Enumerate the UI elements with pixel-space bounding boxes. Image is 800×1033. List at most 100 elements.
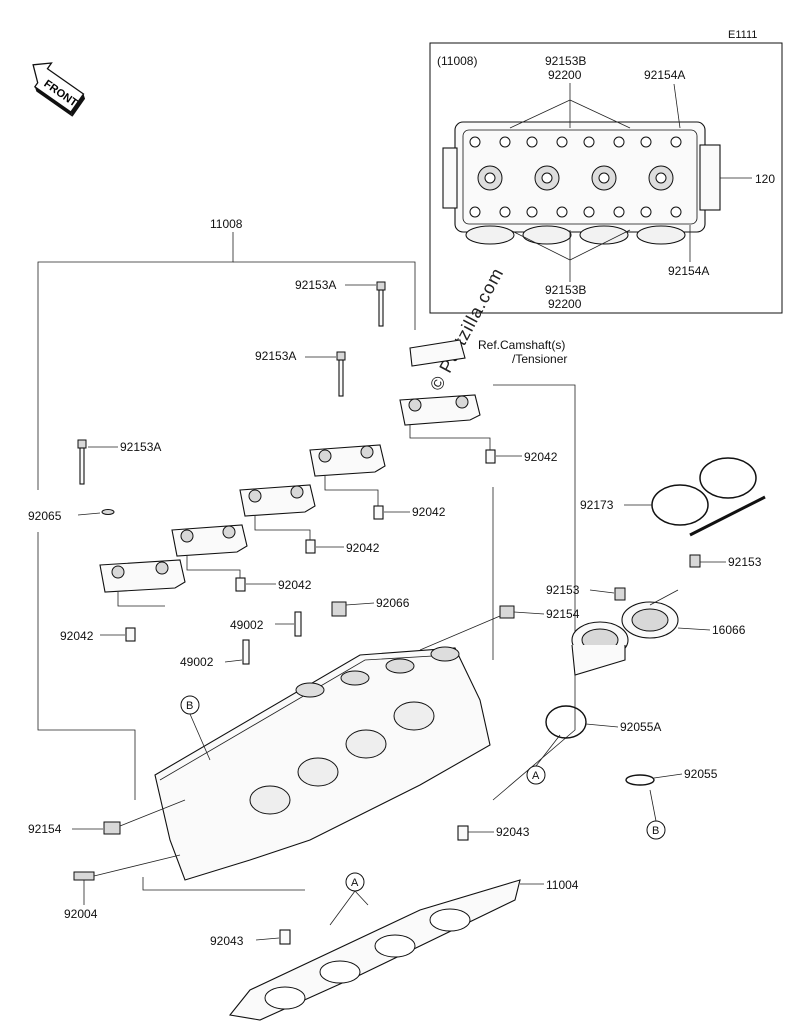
fitting-92154-1 <box>499 605 515 619</box>
plug-92066 <box>331 601 347 617</box>
washer-92065 <box>101 509 115 515</box>
label-92042-1: 92042 <box>524 450 558 464</box>
bolt-92004 <box>73 871 95 881</box>
combustion-chamber <box>393 701 435 731</box>
gasket-bore <box>264 986 306 1010</box>
inset-group-label: (11008) <box>437 54 477 68</box>
screw-92153-2 <box>614 587 626 601</box>
diagram-code: E1111 <box>728 29 757 41</box>
group-bracket-11008: 11008 <box>37 217 576 891</box>
inset-top-right-label: 92154A <box>644 68 685 82</box>
inset-intake-port <box>636 225 686 245</box>
dowel-92043-2 <box>279 929 291 945</box>
inset-cam-journal <box>670 206 682 218</box>
label-16066: 16066 <box>712 623 746 637</box>
screw-92153-1 <box>689 554 701 568</box>
gasket-bore <box>374 934 416 958</box>
svg-text:A: A <box>532 770 540 782</box>
combustion-chamber <box>345 729 387 759</box>
inset-top-label-2: 92200 <box>548 68 582 82</box>
svg-text:A: A <box>351 877 359 889</box>
label-92153a-1: 92153A <box>295 278 336 292</box>
label-92043-2: 92043 <box>210 934 244 948</box>
label-49002-2: 49002 <box>180 655 214 669</box>
inset-cam-journal <box>640 206 652 218</box>
gasket-bore <box>429 908 471 932</box>
inset-cam-journal <box>469 206 481 218</box>
valve-spring-seat <box>295 682 325 698</box>
inset-cam-journal <box>670 136 682 148</box>
label-92065: 92065 <box>28 509 62 523</box>
cylinder-head-top-view <box>442 83 752 282</box>
label-49002-1: 49002 <box>230 618 264 632</box>
label-92153a-2: 92153A <box>255 349 296 363</box>
inset-cam-journal <box>469 136 481 148</box>
inset-spark-plug-hole <box>541 172 553 184</box>
inset-cam-journal <box>556 206 568 218</box>
inset-cam-journal <box>583 206 595 218</box>
callout-a-1: A <box>329 872 369 926</box>
camshaft-tensioner-ref: Ref.Camshaft(s) /Tensioner <box>409 338 567 367</box>
bolt-92153a-3 <box>77 439 87 485</box>
inset-cam-journal <box>640 136 652 148</box>
inset-bottom-label-1: 92153B <box>545 283 586 297</box>
bolt-92153a-2 <box>336 351 346 397</box>
valve-spring-seat <box>340 670 370 686</box>
bolt-92153a-1 <box>376 281 386 327</box>
combustion-chamber <box>297 757 339 787</box>
camshaft-cap-5 <box>99 559 186 593</box>
inset-cam-journal <box>613 206 625 218</box>
label-92043-1: 92043 <box>496 825 530 839</box>
label-92154-1: 92154 <box>546 607 580 621</box>
inset-panel: (11008) 92153B 92200 92154A 120 92154A 9… <box>429 42 783 314</box>
label-92153a-3: 92153A <box>120 440 161 454</box>
label-92153-1: 92153 <box>728 555 762 569</box>
gasket-bore <box>319 960 361 984</box>
ref-tensioner-label: /Tensioner <box>512 352 567 366</box>
inset-intake-port <box>465 225 515 245</box>
ref-camshaft-label: Ref.Camshaft(s) <box>478 338 565 352</box>
valve-spring-seat <box>385 658 415 674</box>
inset-spark-plug-hole <box>655 172 667 184</box>
front-arrow-icon: FRONT <box>32 62 86 117</box>
label-92042-5: 92042 <box>60 629 94 643</box>
label-92154-2: 92154 <box>28 822 62 836</box>
label-92042-2: 92042 <box>412 505 446 519</box>
inset-cam-journal <box>526 136 538 148</box>
inset-cam-journal <box>613 136 625 148</box>
label-92055a: 92055A <box>620 720 661 734</box>
label-11004: 11004 <box>546 878 579 892</box>
label-92173: 92173 <box>580 498 614 512</box>
fitting-92154-2 <box>103 821 121 835</box>
camshaft-cap-3 <box>239 484 316 517</box>
inset-cam-journal <box>583 136 595 148</box>
valve-guide-49002-2 <box>242 639 250 665</box>
inset-spark-plug-hole <box>598 172 610 184</box>
camshaft-cap-2 <box>309 444 386 477</box>
label-92004: 92004 <box>64 907 98 921</box>
inset-bottom-label-2: 92200 <box>548 297 582 311</box>
label-11008: 11008 <box>210 217 243 231</box>
o-ring-92055a <box>545 705 587 739</box>
camshaft-cap-4 <box>171 524 248 557</box>
dowel-92043-1 <box>457 825 469 841</box>
label-92153-2: 92153 <box>546 583 580 597</box>
watermark: © Partzilla.com <box>426 264 508 394</box>
svg-text:B: B <box>186 700 193 712</box>
callout-b-1: B <box>180 695 211 761</box>
label-92042-4: 92042 <box>278 578 312 592</box>
valve-guide-49002-1 <box>294 611 302 637</box>
inset-cam-journal <box>556 136 568 148</box>
camshaft-cap-1 <box>399 394 481 426</box>
label-92042-3: 92042 <box>346 541 380 555</box>
inset-cam-journal <box>499 136 511 148</box>
o-ring-92055 <box>625 774 655 786</box>
inset-bottom-right-label: 92154A <box>668 264 709 278</box>
label-92066: 92066 <box>376 596 410 610</box>
combustion-chamber <box>249 785 291 815</box>
label-92055: 92055 <box>684 767 718 781</box>
dowel-pins-92042 <box>125 449 496 642</box>
head-gasket-11004 <box>228 879 521 1021</box>
hose-clamps-92173 <box>651 457 766 537</box>
